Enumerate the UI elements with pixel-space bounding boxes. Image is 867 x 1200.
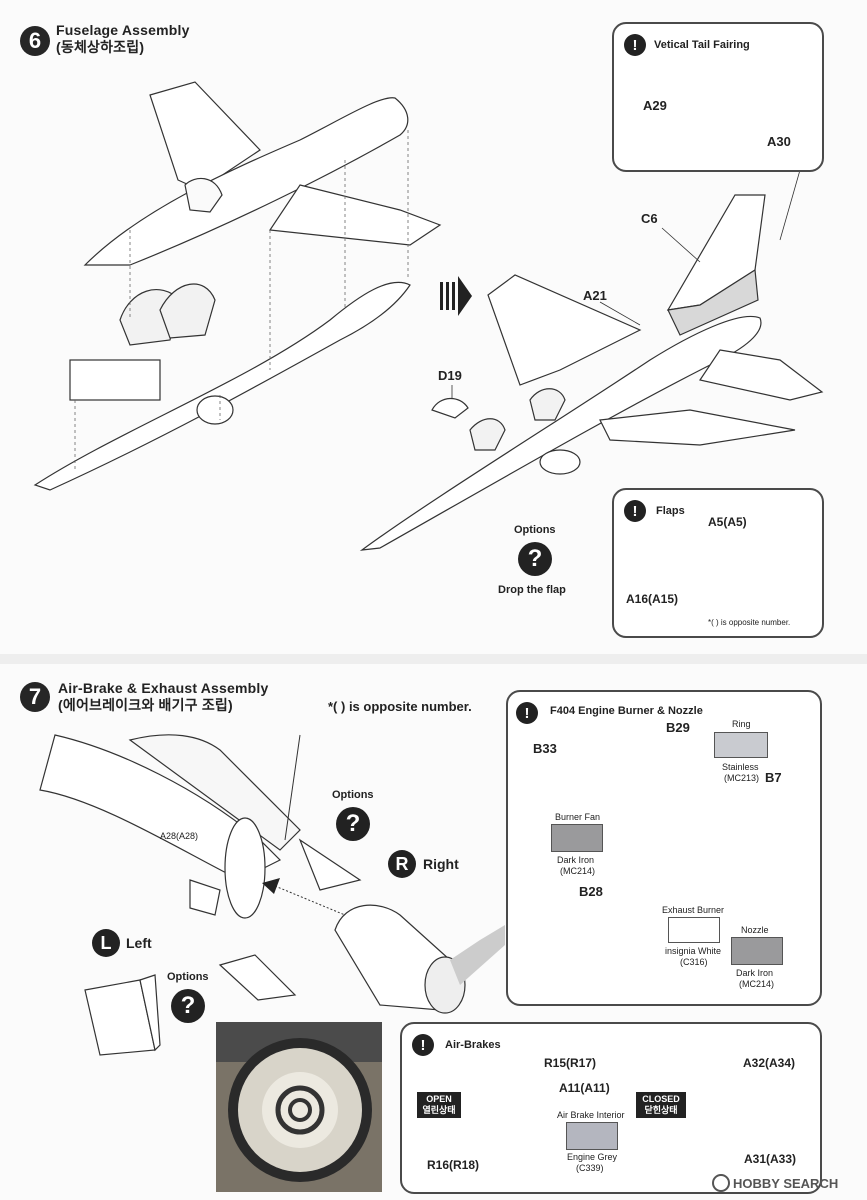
question-icon-step6: ? [518,542,552,576]
label-c6: C6 [641,211,658,226]
label-b7: B7 [765,770,782,785]
engine-grey-swatch [566,1122,618,1150]
step-6-title: Fuselage Assembly [56,22,190,38]
exhaust-photo [216,1022,382,1192]
insignia-white-code: (C316) [680,957,708,967]
antenna-line [284,734,301,841]
step-7-title: Air-Brake & Exhaust Assembly [58,680,269,696]
right-label: Right [423,856,459,872]
exhaust-nozzle-drawing [334,904,466,1014]
step-7-number: 7 [20,682,50,712]
options-label-1: Options [332,789,374,801]
engine-grey-code: (C339) [576,1163,604,1173]
label-a29: A29 [643,98,667,113]
label-r16: R16(R18) [427,1158,480,1172]
insignia-white-swatch [668,917,720,943]
step-7-note: *( ) is opposite number. [328,699,472,714]
question-icon-2: ? [171,989,205,1023]
label-b29: B29 [666,720,690,735]
left-badge: L [92,929,120,957]
label-a32: A32(A34) [743,1056,796,1070]
exclamation-icon: ! [412,1034,434,1056]
air-brake-drawing [218,954,297,1001]
closed-state-tag: CLOSED 닫힌상태 [636,1092,686,1118]
assembly-arrow [440,276,472,316]
stainless-code: (MC213) [724,773,760,783]
ring-label: Ring [732,719,751,729]
open-state-tag: OPEN 열린상태 [417,1092,461,1118]
rear-fuselage-drawing [39,734,362,919]
exclamation-icon: ! [516,702,538,724]
closed-label-kr: 닫힌상태 [644,1105,678,1115]
step-6-number: 6 [20,26,50,56]
right-badge: R [388,850,416,878]
vertical-tail-title: Vetical Tail Fairing [654,39,750,51]
options-caption-step6: Drop the flap [498,584,566,596]
flaps-title: Flaps [656,505,685,517]
label-d19: D19 [438,368,462,383]
exhaust-guide-dots [274,885,346,916]
step-6-subtitle: (동체상하조립) [56,39,145,55]
label-a21: A21 [583,288,607,303]
vertical-tail-fairing-box: ! Vetical Tail Fairing [612,22,824,172]
engine-box-title: F404 Engine Burner & Nozzle [550,705,703,717]
exclamation-icon: ! [624,500,646,522]
exclamation-icon: ! [624,34,646,56]
callout-wedge [450,925,505,985]
fuselage-upper-drawing [83,81,442,266]
label-b28: B28 [579,884,603,899]
step-separator [0,654,867,664]
fuselage-lower-drawing [33,281,411,491]
options-label-2: Options [167,971,209,983]
dark-iron-code-2: (MC214) [739,979,775,989]
assembled-aircraft-drawing [359,194,824,551]
question-icon-1: ? [336,807,370,841]
label-a28: A28(A28) [160,831,199,841]
engine-grey-label: Engine Grey [567,1152,618,1162]
closed-label: CLOSED [642,1094,680,1104]
dark-iron-label-1: Dark Iron [557,855,595,865]
air-brake-interior-label: Air Brake Interior [557,1110,625,1120]
label-r15: R15(R17) [544,1056,597,1070]
options-label-step6: Options [514,524,556,536]
flaps-note: *( ) is opposite number. [708,618,791,627]
watermark: HOBBY SEARCH [712,1174,838,1192]
exhaust-arrow [262,878,280,894]
hobby-search-logo-icon [712,1174,730,1192]
label-a30: A30 [767,134,791,149]
label-a5: A5(A5) [708,515,747,529]
dark-iron-label-2: Dark Iron [736,968,774,978]
label-b33: B33 [533,741,557,756]
nozzle-label: Nozzle [741,925,769,935]
insignia-white-label: insignia White [665,946,722,956]
assembly-guide-lines [74,130,409,470]
open-label-kr: 열린상태 [422,1105,456,1115]
dark-iron-swatch-1 [551,824,603,852]
leader-lines-step6 [451,169,801,398]
burner-fan-label: Burner Fan [555,812,601,822]
air-brakes-box: ! Air-Brakes [400,1022,822,1194]
left-label: Left [126,935,152,951]
label-a31: A31(A33) [744,1152,797,1166]
dark-iron-code-1: (MC214) [560,866,596,876]
open-label: OPEN [426,1094,452,1104]
stainless-label: Stainless [722,762,759,772]
label-a16: A16(A15) [626,592,679,606]
step-7-subtitle: (에어브레이크와 배기구 조립) [58,697,233,713]
watermark-text: HOBBY SEARCH [733,1175,839,1191]
exhaust-burner-label: Exhaust Burner [662,905,725,915]
flaps-box: ! Flaps [612,488,824,638]
stainless-swatch [714,732,768,758]
air-brakes-title: Air-Brakes [445,1039,501,1051]
left-airbrake-drawing [84,974,161,1056]
dark-iron-swatch-2 [731,937,783,965]
label-a11: A11(A11) [559,1081,610,1095]
